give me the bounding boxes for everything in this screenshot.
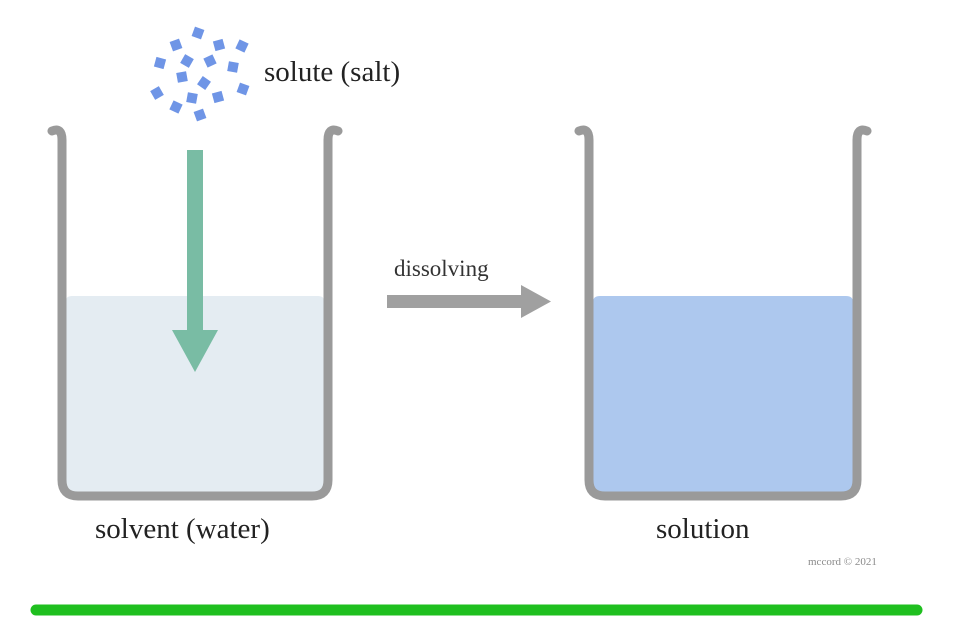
salt-crystal: [235, 39, 249, 53]
salt-crystal: [169, 38, 183, 52]
salt-crystal: [150, 86, 164, 100]
process-arrow: [387, 285, 551, 318]
salt-crystal: [176, 71, 188, 83]
salt-crystal: [180, 54, 194, 68]
salt-crystal: [153, 56, 167, 70]
solution-label: solution: [656, 513, 750, 545]
salt-crystal: [212, 38, 226, 52]
salt-crystal: [211, 90, 225, 104]
drop-arrow: [172, 150, 218, 372]
solute-label: solute (salt): [264, 56, 401, 88]
credit-text: mccord © 2021: [808, 556, 877, 568]
left-beaker: [47, 125, 343, 501]
process-label: dissolving: [394, 256, 489, 281]
solvent-label: solvent (water): [95, 513, 270, 545]
salt-crystals: [150, 26, 250, 122]
salt-crystal: [236, 82, 250, 96]
right-beaker: [574, 125, 872, 501]
salt-crystal: [193, 108, 207, 122]
solvent-liquid: [66, 296, 324, 494]
salt-crystal: [197, 76, 211, 90]
solution-liquid: [593, 296, 853, 494]
salt-crystal: [191, 26, 205, 40]
salt-crystal: [186, 92, 198, 104]
salt-crystal: [227, 61, 239, 73]
salt-crystal: [203, 54, 217, 68]
salt-crystal: [169, 100, 183, 114]
